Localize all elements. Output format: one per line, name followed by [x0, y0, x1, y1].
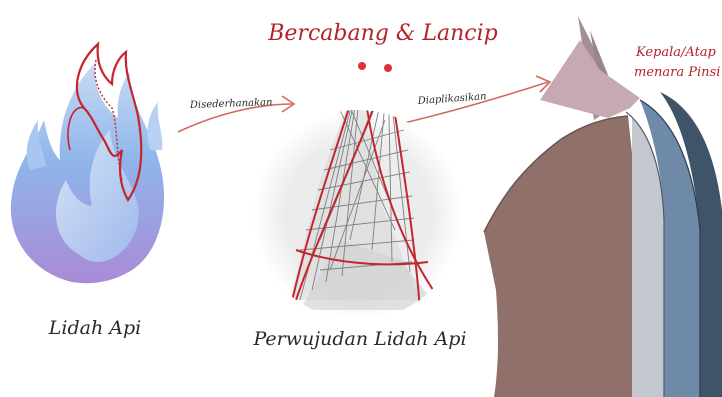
arrow1-label: Disederhanakan: [189, 97, 273, 111]
flame-tongue-right: [148, 102, 163, 150]
roof-note-line1: Kepala/Atap: [635, 45, 717, 60]
roof-brown-panel: [484, 116, 636, 397]
flame-illustration: [11, 44, 164, 283]
form-label: Perwujudan Lidah Api: [252, 328, 466, 350]
top-heading: Bercabang & Lancip: [267, 21, 498, 46]
flame-label: Lidah Api: [48, 317, 141, 339]
roof-note-line2: menara Pinsi: [634, 65, 720, 80]
